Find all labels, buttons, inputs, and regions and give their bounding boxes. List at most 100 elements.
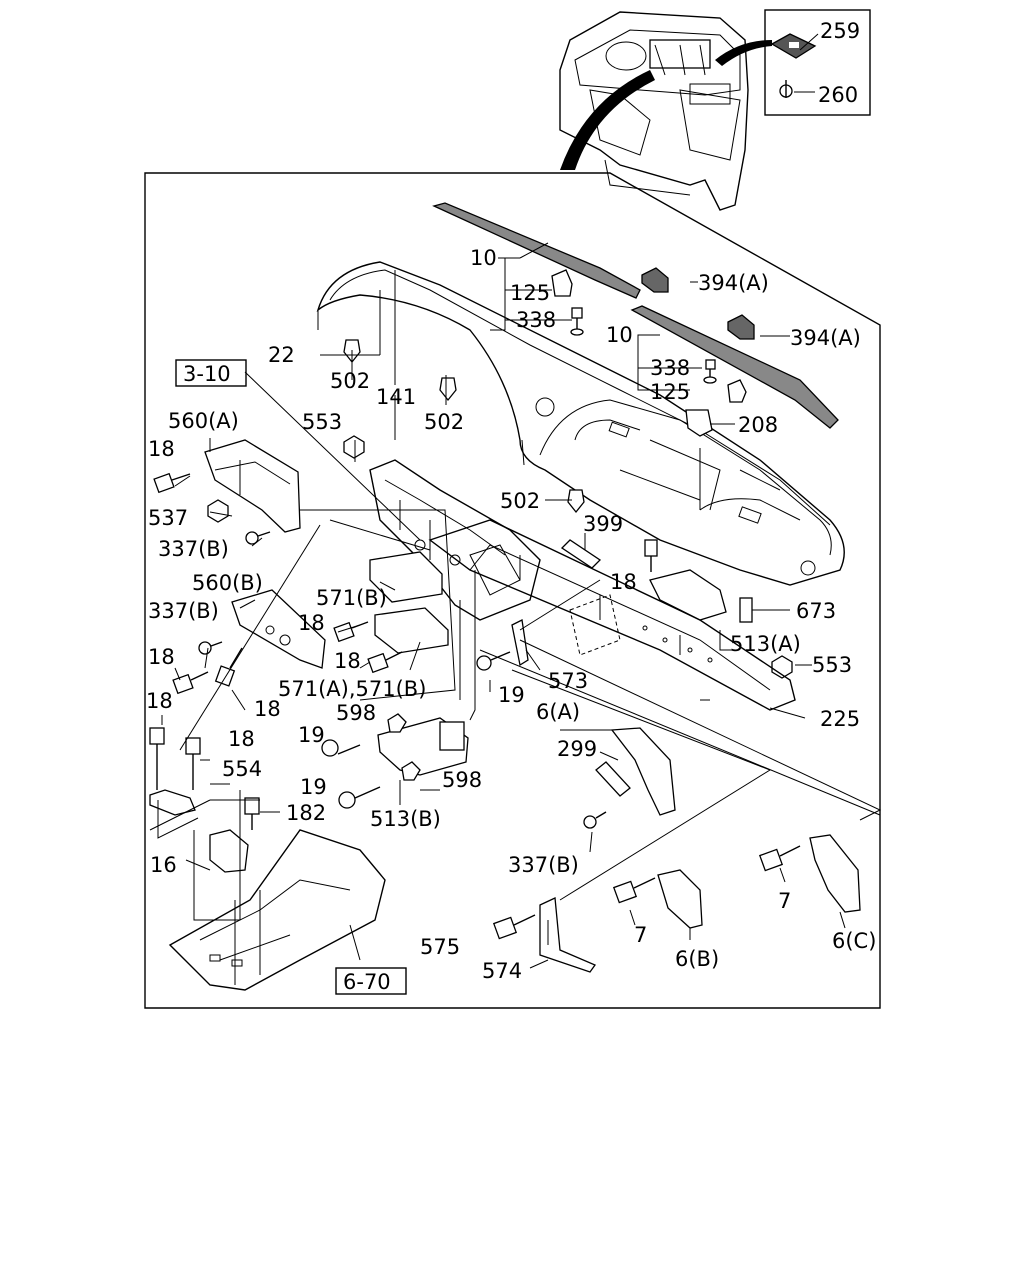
part-337b-bolt: [198, 641, 223, 655]
label-10: 10: [470, 246, 497, 270]
part-18-bolt: [644, 539, 658, 572]
label-399: 399: [583, 512, 623, 536]
part-598-clip: [387, 713, 407, 733]
label-6b: 6(B): [675, 947, 719, 971]
part-553-nut: [771, 655, 793, 679]
label-553: 553: [812, 653, 852, 677]
callout-arrow: [715, 40, 772, 66]
label-18: 18: [148, 645, 175, 669]
cab-illustration: [559, 11, 749, 211]
part-553-nut: [343, 435, 365, 459]
part-19-screw: [321, 739, 361, 757]
label-553: 553: [302, 410, 342, 434]
part-673-spacer: [739, 597, 753, 623]
part-574-bracket: [539, 897, 596, 973]
part-394a-clip: [641, 267, 669, 293]
label-6a: 6(A): [536, 700, 580, 724]
label-22: 22: [268, 343, 295, 367]
label-513a: 513(A): [730, 632, 801, 656]
diagram-frame: [144, 172, 881, 1009]
leader-lines: [149, 242, 882, 985]
label-337b: 337(B): [148, 599, 219, 623]
part-338-screw: [703, 359, 717, 384]
part-18-bolt: [185, 737, 201, 790]
label-338: 338: [650, 356, 690, 380]
part-259-plate: [770, 33, 817, 59]
part-571b-bracket: [369, 551, 443, 603]
label-394a: 394(A): [790, 326, 861, 350]
part-537-nut: [207, 499, 229, 523]
part-18-bolt: [172, 671, 209, 695]
label-574: 574: [482, 959, 522, 983]
ref-box-6-70[interactable]: [335, 967, 407, 995]
part-575-bolt: [492, 914, 536, 940]
label-7: 7: [778, 889, 791, 913]
label-260: 260: [818, 83, 858, 107]
ref-box-3-10[interactable]: [175, 359, 247, 387]
label-18: 18: [334, 649, 361, 673]
part-338-screw: [570, 307, 584, 336]
part-394a-clip: [727, 314, 755, 340]
label-502: 502: [500, 489, 540, 513]
part-502-clip: [439, 377, 457, 402]
part-18-bolt: [149, 727, 165, 790]
part-16-bracket: [209, 829, 249, 873]
part-502-clip: [567, 489, 585, 514]
part-513a-bracket: [649, 569, 727, 621]
label-598: 598: [442, 768, 482, 792]
label-182: 182: [286, 801, 326, 825]
label-125: 125: [650, 380, 690, 404]
part-10-trim-lower: [630, 305, 839, 429]
label-502: 502: [330, 369, 370, 393]
label-141: 141: [376, 385, 416, 409]
dashboard-panel: [316, 261, 845, 586]
label-299: 299: [557, 737, 597, 761]
label-3-10[interactable]: 3-10: [183, 362, 231, 386]
label-18: 18: [254, 697, 281, 721]
label-571ab: 571(A),571(B): [278, 677, 426, 701]
label-513b: 513(B): [370, 807, 441, 831]
part-225-cross-beam: [428, 519, 796, 711]
label-125: 125: [510, 281, 550, 305]
label-225: 225: [820, 707, 860, 731]
label-502: 502: [424, 410, 464, 434]
label-537: 537: [148, 506, 188, 530]
label-337b: 337(B): [508, 853, 579, 877]
label-573: 573: [548, 669, 588, 693]
label-337b: 337(B): [158, 537, 229, 561]
label-394a: 394(A): [698, 271, 769, 295]
callout-arrow: [560, 70, 655, 170]
part-6a-bracket: [610, 727, 676, 816]
label-598: 598: [336, 701, 376, 725]
label-18: 18: [610, 570, 637, 594]
part-10-trim-upper: [432, 202, 641, 299]
label-7: 7: [634, 923, 647, 947]
part-571ab-bracket: [374, 607, 449, 654]
part-299-pipe: [595, 761, 631, 797]
label-208: 208: [738, 413, 778, 437]
part-337b-bolt: [583, 811, 607, 829]
part-18-bolt: [153, 472, 191, 494]
floor-pan: [168, 829, 386, 991]
part-19-screw: [476, 651, 511, 671]
label-673: 673: [796, 599, 836, 623]
label-19: 19: [498, 683, 525, 707]
label-19: 19: [298, 723, 325, 747]
label-560a: 560(A): [168, 409, 239, 433]
inset-box: [764, 9, 871, 116]
label-6-70[interactable]: 6-70: [343, 970, 391, 994]
label-259: 259: [820, 19, 860, 43]
part-554-bracket: [149, 789, 196, 816]
part-208-bracket: [685, 409, 713, 437]
part-18-bolt: [367, 651, 403, 674]
label-338: 338: [516, 308, 556, 332]
label-571b: 571(B): [316, 586, 387, 610]
part-560b-bracket: [231, 589, 326, 669]
part-19-screw: [338, 786, 381, 809]
part-labels: 259 260 10 394(A) 125 338 10 394(A) 22 3…: [146, 19, 876, 994]
label-575: 575: [420, 935, 460, 959]
part-399-pipe: [560, 539, 602, 569]
label-6c: 6(C): [832, 929, 876, 953]
label-554: 554: [222, 757, 262, 781]
part-125-clip: [551, 269, 573, 297]
